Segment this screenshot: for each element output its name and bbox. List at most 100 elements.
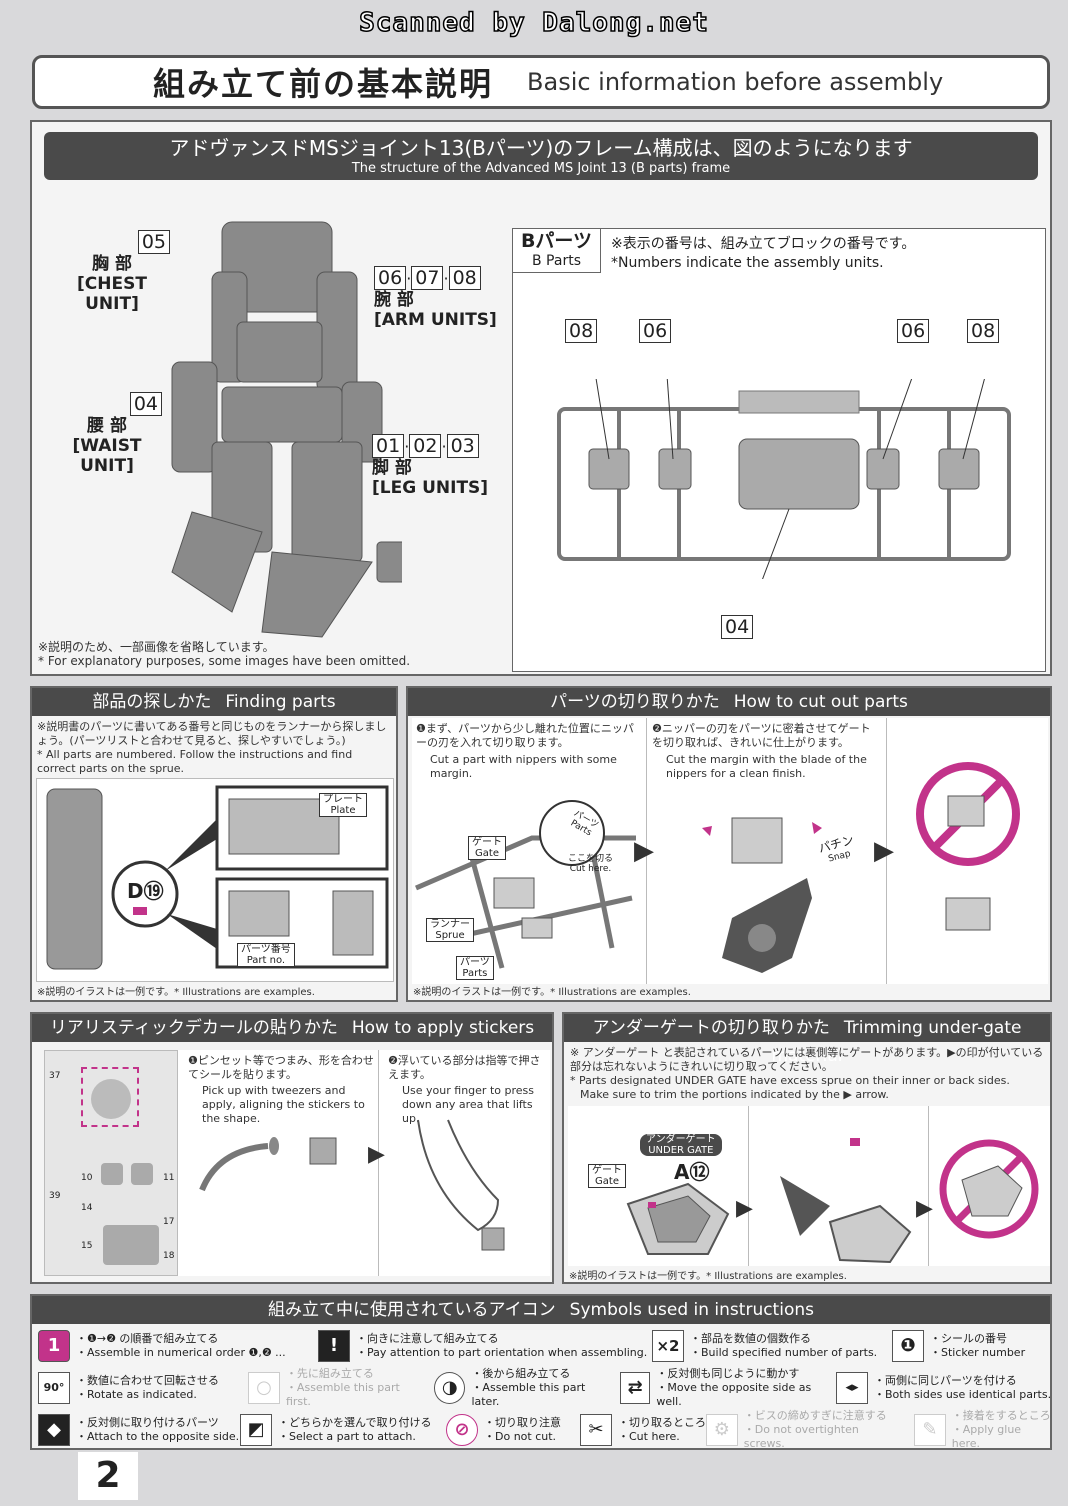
waist-unit-en: [WAIST UNIT] [72,436,142,476]
b-parts-note-jp: ※表示の番号は、組み立てブロックの番号です。 [611,236,916,252]
undergate-badge-jp: アンダーゲート [646,1134,716,1145]
sticker-step-1: ❶ピンセット等でつまみ、形を合わせてシールを貼ります。 Pick up with… [188,1054,376,1126]
sticker-number: 17 [163,1217,175,1227]
finding-title-jp: 部品の探しかた [92,692,212,712]
symbol-en: ・Rotate as indicated. [76,1388,197,1401]
waist-label: 04 腰 部 [WAIST UNIT] [52,392,162,476]
robot-illustration [171,221,402,638]
screw-icon: ⚙ [706,1414,738,1446]
sticker-circle [91,1079,131,1119]
undergate-part-number: A⑫ [674,1160,710,1184]
structure-title-en: The structure of the Advanced MS Joint 1… [351,161,731,176]
leg-unit-number: 03 [446,434,479,458]
symbol-jp: ・後から組み立てる [471,1367,571,1380]
sticker-number: 14 [81,1203,93,1213]
leg-unit-number: 02 [409,434,442,458]
symbol-build-count: ×2 ・部品を数値の個数作る・Build specified number of… [652,1326,882,1366]
runner-label: ランナー Sprue [426,918,474,942]
symbol-jp: ・両側に同じパーツを付ける [874,1374,1017,1387]
sticker-number-icon: ❶ [892,1330,924,1362]
sticker-highlight [81,1067,139,1127]
b-parts-en: B Parts [532,253,581,269]
sticker-shape [131,1163,153,1185]
leg-label: 01·02·03 脚 部 [LEG UNITS] [372,434,502,498]
symbol-both-sides: ◂▸ ・両側に同じパーツを付ける・Both sides use identica… [836,1368,1052,1408]
do-not-cut-icon [916,762,1020,866]
arrow-right-icon: ▶ [368,1142,385,1167]
symbol-en: ・Cut here. [618,1430,680,1443]
cut-step-2: ❷ニッパーの刃をパーツに密着させてゲートを切り取れば、きれいに仕上がります。 C… [652,722,878,781]
sticker-number: 37 [49,1071,61,1081]
rotate-icon: 90° [38,1372,70,1404]
finding-note-en: * All parts are numbered. Follow the ins… [37,748,353,775]
symbol-glue: ✎ ・接着をするところ・Apply glue here. [914,1409,1052,1450]
undergate-example-note: ※説明のイラストは一例です。* Illustrations are exampl… [569,1271,847,1282]
undergate-gate-label-en: Gate [595,1176,619,1187]
symbol-en: ・Assemble this part first. [285,1381,400,1408]
assemble-first-icon: ○ [248,1372,280,1404]
select-part-icon: ◩ [240,1414,272,1446]
attach-opposite-icon: ◆ [38,1414,70,1446]
omit-note-jp: ※説明のため、一部画像を省略しています。 [38,640,275,654]
arm-unit-number: 06 [374,266,407,290]
symbol-en: ・Do not cut. [484,1430,557,1443]
do-not-cut-icon: ⊘ [446,1414,478,1446]
cut-step-1-illustration [415,800,636,969]
step-divider [646,718,647,984]
omit-note: ※説明のため、一部画像を省略しています。 * For explanatory p… [38,640,508,668]
cut-here-label-jp: ここを切る [568,854,614,864]
stickers-title-en: How to apply stickers [351,1018,535,1038]
glue-icon: ✎ [914,1414,946,1446]
structure-panel: アドヴァンスドMSジョイント13(Bパーツ)のフレーム構成は、図のようになります… [30,120,1052,676]
symbol-jp: ・数値に合わせて回転させる [76,1374,219,1387]
arrow-right-icon: ▶ [736,1196,753,1221]
omit-note-en: * For explanatory purposes, some images … [38,654,411,668]
sticker-number: 15 [81,1241,93,1251]
symbol-jp: ・反対側に取り付けるパーツ [76,1416,219,1429]
cut-step-2-jp: ❷ニッパーの刃をパーツに密着させてゲートを切り取れば、きれいに仕上がります。 [652,722,871,749]
undergate-gate-label-jp: ゲート [592,1165,622,1176]
page-number: 2 [78,1452,138,1500]
cut-step-1-en: Cut a part with nippers with some margin… [430,753,617,780]
plate-label-en: Plate [330,805,356,816]
sticker-number: 11 [163,1173,175,1183]
sticker-step-2-jp: ❷浮いている部分は指等で押さえます。 [388,1054,541,1081]
symbol-en: ・Pay attention to part orientation when … [356,1346,648,1359]
b-parts-note-en: *Numbers indicate the assembly units. [611,255,884,271]
b-parts-box: Bパーツ B Parts ※表示の番号は、組み立てブロックの番号です。 *Num… [512,228,1046,672]
undergate-note-jp: ※ アンダーゲート と表記されているパーツには裏側等にゲートがあります。▶の印が… [570,1046,1044,1073]
parts-label-jp: パーツ [460,957,490,968]
step-divider [886,718,887,984]
sticker-number: 10 [81,1173,93,1183]
symbol-do-not-cut: ⊘ ・切り取り注意・Do not cut. [446,1410,586,1450]
undergate-part-illustration [626,1182,730,1255]
b-parts-tag: Bパーツ B Parts [513,229,601,273]
symbol-en: ・Assemble in numerical order ❶,❷ ... [76,1346,286,1359]
undergate-illustration: アンダーゲート UNDER GATE A⑫ ゲート Gate ▶ ▶ [568,1106,1050,1266]
finished-part-illustration [945,897,991,931]
finding-example-note: ※説明のイラストは一例です。* Illustrations are exampl… [37,987,315,998]
tweezers-illustration [199,1137,337,1192]
symbol-en: ・Do not overtighten screws. [743,1423,859,1450]
header-title-jp: 組み立て前の基本説明 [153,65,494,103]
symbol-attach-opposite: ◆ ・反対側に取り付けるパーツ・Attach to the opposite s… [38,1410,268,1450]
symbol-en: ・Select a part to attach. [278,1430,416,1443]
cutting-title-en: How to cut out parts [733,692,908,712]
undergate-note-en2: Make sure to trim the portions indicated… [580,1088,889,1101]
symbols-title-jp: 組み立て中に使用されているアイコン [268,1300,556,1320]
cutting-area: ❶まず、パーツから少し離れた位置にニッパーの刃を入れて切り取ります。 Cut a… [412,718,1048,984]
symbol-en: ・Apply glue here. [951,1423,1022,1450]
b-parts-jp: Bパーツ [520,230,593,252]
arm-unit-en: [ARM UNITS] [374,310,497,330]
symbol-jp: ・反対側も同じように動かす [656,1367,800,1380]
chest-label: 05 胸 部 [CHEST UNIT] [52,230,172,314]
symbol-en: ・Both sides use identical parts. [874,1388,1052,1401]
page-header: 組み立て前の基本説明 Basic information before asse… [32,55,1050,109]
nipper-icon: ✂ [580,1414,612,1446]
sprue-number-08: 08 [967,319,1000,343]
symbol-jp: ・部品を数値の個数作る [690,1332,811,1345]
